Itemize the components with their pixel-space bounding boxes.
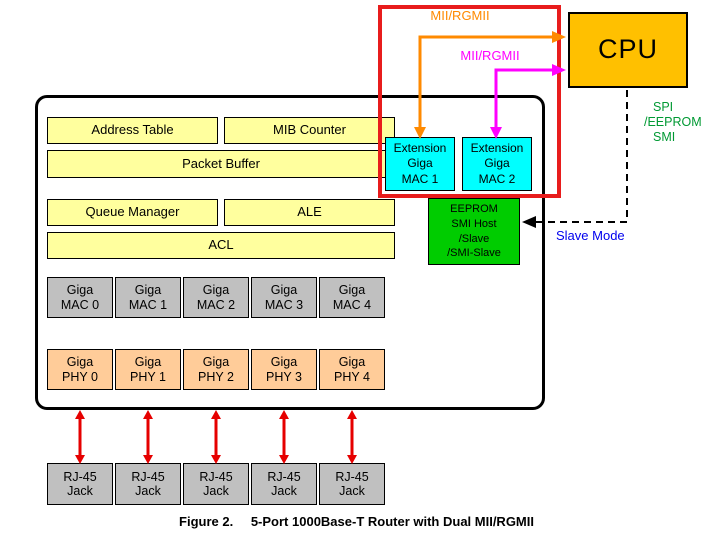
- giga-phy-2-line1: Giga: [202, 355, 230, 370]
- giga-mac-3-line2: MAC 3: [264, 297, 304, 312]
- block-rj45-jack-2: RJ-45 Jack: [183, 463, 249, 505]
- spi-eeprom-smi-label: SPI /EEPROM SMI: [644, 100, 702, 145]
- phy-jack-arrow-4: [347, 410, 357, 464]
- giga-mac-0-line2: MAC 0: [60, 297, 100, 312]
- block-giga-mac-0: Giga MAC 0: [47, 277, 113, 318]
- block-queue-manager: Queue Manager: [47, 199, 218, 226]
- mii-rgmii-label-1: MII/RGMII: [430, 8, 490, 23]
- giga-mac-0-line1: Giga: [66, 283, 94, 298]
- jack-0-line2: Jack: [67, 484, 93, 498]
- giga-mac-2-line1: Giga: [202, 283, 230, 298]
- figure-caption: Figure 2. 5-Port 1000Base-T Router with …: [0, 514, 713, 529]
- extension-mac-1-line3: MAC 1: [401, 171, 439, 186]
- jack-2-line1: RJ-45: [199, 469, 233, 484]
- giga-mac-4-line2: MAC 4: [332, 297, 372, 312]
- block-eeprom-smi: EEPROM SMI Host /Slave /SMI-Slave: [428, 198, 520, 265]
- jack-1-line2: Jack: [135, 484, 161, 498]
- jack-3-line2: Jack: [271, 484, 297, 498]
- jack-0-line1: RJ-45: [63, 469, 97, 484]
- block-giga-phy-2: Giga PHY 2: [183, 349, 249, 390]
- giga-phy-2-line2: PHY 2: [198, 369, 234, 384]
- extension-mac-2-line3: MAC 2: [478, 171, 516, 186]
- eeprom-line1: EEPROM: [450, 202, 498, 215]
- block-acl: ACL: [47, 232, 395, 259]
- block-giga-mac-4: Giga MAC 4: [319, 277, 385, 318]
- jack-2-line2: Jack: [203, 484, 229, 498]
- block-giga-phy-1: Giga PHY 1: [115, 349, 181, 390]
- extension-mac-2-line1: Extension: [470, 140, 524, 155]
- spi-label-line2: /EEPROM: [644, 115, 702, 129]
- slave-mode-label: Slave Mode: [556, 228, 625, 243]
- phy-jack-arrow-3: [279, 410, 289, 464]
- caption-text: 5-Port 1000Base-T Router with Dual MII/R…: [250, 514, 534, 529]
- extension-mac-1-line1: Extension: [393, 140, 447, 155]
- extension-mac-1-line2: Giga: [407, 156, 433, 171]
- extension-mac-2-line2: Giga: [484, 156, 510, 171]
- block-giga-phy-0: Giga PHY 0: [47, 349, 113, 390]
- block-giga-phy-4: Giga PHY 4: [319, 349, 385, 390]
- giga-phy-3-line2: PHY 3: [266, 369, 302, 384]
- block-rj45-jack-4: RJ-45 Jack: [319, 463, 385, 505]
- giga-phy-1-line2: PHY 1: [130, 369, 166, 384]
- giga-mac-1-line1: Giga: [134, 283, 162, 298]
- phy-jack-arrow-2: [211, 410, 221, 464]
- giga-phy-1-line1: Giga: [134, 355, 162, 370]
- block-giga-phy-3: Giga PHY 3: [251, 349, 317, 390]
- jack-1-line1: RJ-45: [131, 469, 165, 484]
- block-rj45-jack-1: RJ-45 Jack: [115, 463, 181, 505]
- giga-phy-4-line1: Giga: [338, 355, 366, 370]
- giga-phy-0-line2: PHY 0: [62, 369, 98, 384]
- eeprom-line3: /Slave: [458, 232, 490, 245]
- phy-jack-arrow-1: [143, 410, 153, 464]
- giga-phy-0-line1: Giga: [66, 355, 94, 370]
- block-mib-counter: MIB Counter: [224, 117, 395, 144]
- block-address-table: Address Table: [47, 117, 218, 144]
- block-ale: ALE: [224, 199, 395, 226]
- jack-3-line1: RJ-45: [267, 469, 301, 484]
- block-giga-mac-3: Giga MAC 3: [251, 277, 317, 318]
- block-extension-giga-mac-2: Extension Giga MAC 2: [462, 137, 532, 191]
- block-extension-giga-mac-1: Extension Giga MAC 1: [385, 137, 455, 191]
- giga-mac-3-line1: Giga: [270, 283, 298, 298]
- spi-label-line3: SMI: [653, 130, 676, 144]
- block-rj45-jack-3: RJ-45 Jack: [251, 463, 317, 505]
- giga-phy-3-line1: Giga: [270, 355, 298, 370]
- mii-rgmii-label-2: MII/RGMII: [460, 48, 520, 63]
- eeprom-line4: /SMI-Slave: [447, 247, 501, 260]
- jack-4-line1: RJ-45: [335, 469, 369, 484]
- giga-mac-4-line1: Giga: [338, 283, 366, 298]
- block-cpu: CPU: [568, 12, 688, 88]
- block-rj45-jack-0: RJ-45 Jack: [47, 463, 113, 505]
- block-giga-mac-2: Giga MAC 2: [183, 277, 249, 318]
- caption-prefix: Figure 2.: [179, 514, 234, 529]
- jack-4-line2: Jack: [339, 484, 365, 498]
- giga-phy-4-line2: PHY 4: [334, 369, 370, 384]
- eeprom-line2: SMI Host: [451, 217, 497, 230]
- giga-mac-1-line2: MAC 1: [128, 297, 168, 312]
- block-giga-mac-1: Giga MAC 1: [115, 277, 181, 318]
- block-packet-buffer: Packet Buffer: [47, 150, 395, 178]
- giga-mac-2-line2: MAC 2: [196, 297, 236, 312]
- phy-jack-arrow-0: [75, 410, 85, 464]
- spi-label-line1: SPI: [653, 100, 674, 114]
